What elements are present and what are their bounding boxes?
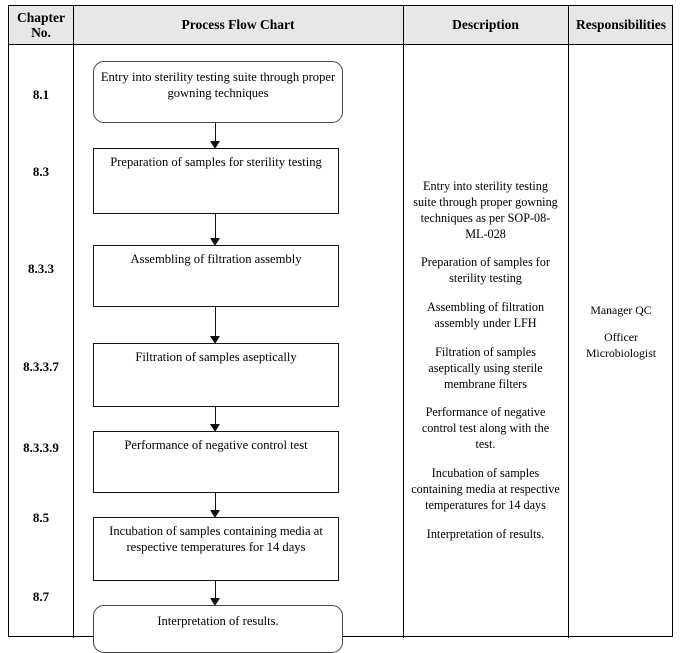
column-header-description-label: Description [452,17,519,33]
flow-node-filtration-aseptic-label: Filtration of samples aseptically [135,350,297,364]
column-header-process-flow-chart: Process Flow Chart [73,6,403,44]
flow-connector-2 [215,214,217,243]
description-cell: Entry into sterility testing suite throu… [403,45,568,636]
flow-node-negative-control[interactable]: Performance of negative control test [93,431,339,493]
down-arrow-icon-3 [210,336,220,344]
down-arrow-icon-5 [210,510,220,518]
flow-node-incubation-label: Incubation of samples containing media a… [109,524,323,555]
flow-node-preparation-samples[interactable]: Preparation of samples for sterility tes… [93,148,339,214]
flow-node-entry-gowning[interactable]: Entry into sterility testing suite throu… [93,61,343,123]
responsibilities-list: Manager QC Officer Microbiologist [573,303,669,373]
down-arrow-icon-4 [210,424,220,432]
description-list: Entry into sterility testing suite throu… [411,179,560,555]
flow-node-assembling-filtration-label: Assembling of filtration assembly [130,252,302,266]
description-paragraph-5: Performance of negative control test alo… [421,405,550,452]
flow-node-filtration-aseptic[interactable]: Filtration of samples aseptically [93,343,339,407]
column-divider-2 [403,6,404,638]
description-paragraph-7: Interpretation of results. [426,526,545,541]
responsibility-entry-1: Manager QC [590,303,652,317]
flow-connector-4 [215,407,217,429]
flow-node-preparation-samples-label: Preparation of samples for sterility tes… [110,155,322,169]
table-body: 8.1 8.3 8.3.3 8.3.3.7 8.3.3.9 8.5 8.7 En… [9,45,674,653]
column-header-responsibilities: Responsibilities [568,6,674,44]
flow-node-interpretation-label: Interpretation of results. [157,614,279,628]
flow-chart-table: Chapter No. Process Flow Chart Descripti… [8,5,674,653]
column-header-responsibilities-label: Responsibilities [575,17,667,33]
column-header-chapter-no: Chapter No. [9,6,73,44]
chapter-no-cell-2: 8.3 [32,164,50,179]
flow-node-entry-gowning-label: Entry into sterility testing suite throu… [100,70,336,101]
flow-node-negative-control-label: Performance of negative control test [124,438,308,452]
flow-connector-5 [215,493,217,515]
column-divider-1 [73,6,74,638]
description-paragraph-2: Preparation of samples for sterility tes… [421,255,550,286]
column-header-process-flow-chart-label: Process Flow Chart [181,17,295,33]
process-flow-diagram: Entry into sterility testing suite throu… [73,45,403,653]
description-paragraph-4: Filtration of samples aseptically using … [428,344,543,391]
column-header-description: Description [403,6,568,44]
description-paragraph-3: Assembling of filtration assembly under … [426,300,545,331]
column-divider-3 [568,6,569,638]
description-paragraph-1: Entry into sterility testing suite throu… [413,179,558,241]
chapter-no-cell-6: 8.5 [32,510,50,525]
column-header-chapter-no-label: Chapter No. [17,9,65,40]
down-arrow-icon-6 [210,598,220,606]
chapter-no-cell-4: 8.3.3.7 [23,359,59,374]
chapter-no-cell-7: 8.7 [32,589,50,604]
chapter-no-cell-5: 8.3.3.9 [23,440,59,455]
responsibilities-cell: Manager QC Officer Microbiologist [568,45,674,636]
flow-connector-1 [215,123,217,144]
chapter-no-cell-1: 8.1 [32,87,50,102]
down-arrow-icon-1 [210,141,220,149]
flow-connector-3 [215,307,217,341]
flow-connector-6 [215,581,217,603]
down-arrow-icon-2 [210,238,220,246]
description-paragraph-6: Incubation of samples containing media a… [411,466,560,512]
responsibility-entry-2: Officer Microbiologist [585,330,657,360]
flow-node-interpretation[interactable]: Interpretation of results. [93,605,343,653]
table-header-row: Chapter No. Process Flow Chart Descripti… [9,6,672,45]
flow-node-incubation[interactable]: Incubation of samples containing media a… [93,517,339,581]
chapter-no-cell-3: 8.3.3 [28,261,54,276]
flow-node-assembling-filtration[interactable]: Assembling of filtration assembly [93,245,339,307]
